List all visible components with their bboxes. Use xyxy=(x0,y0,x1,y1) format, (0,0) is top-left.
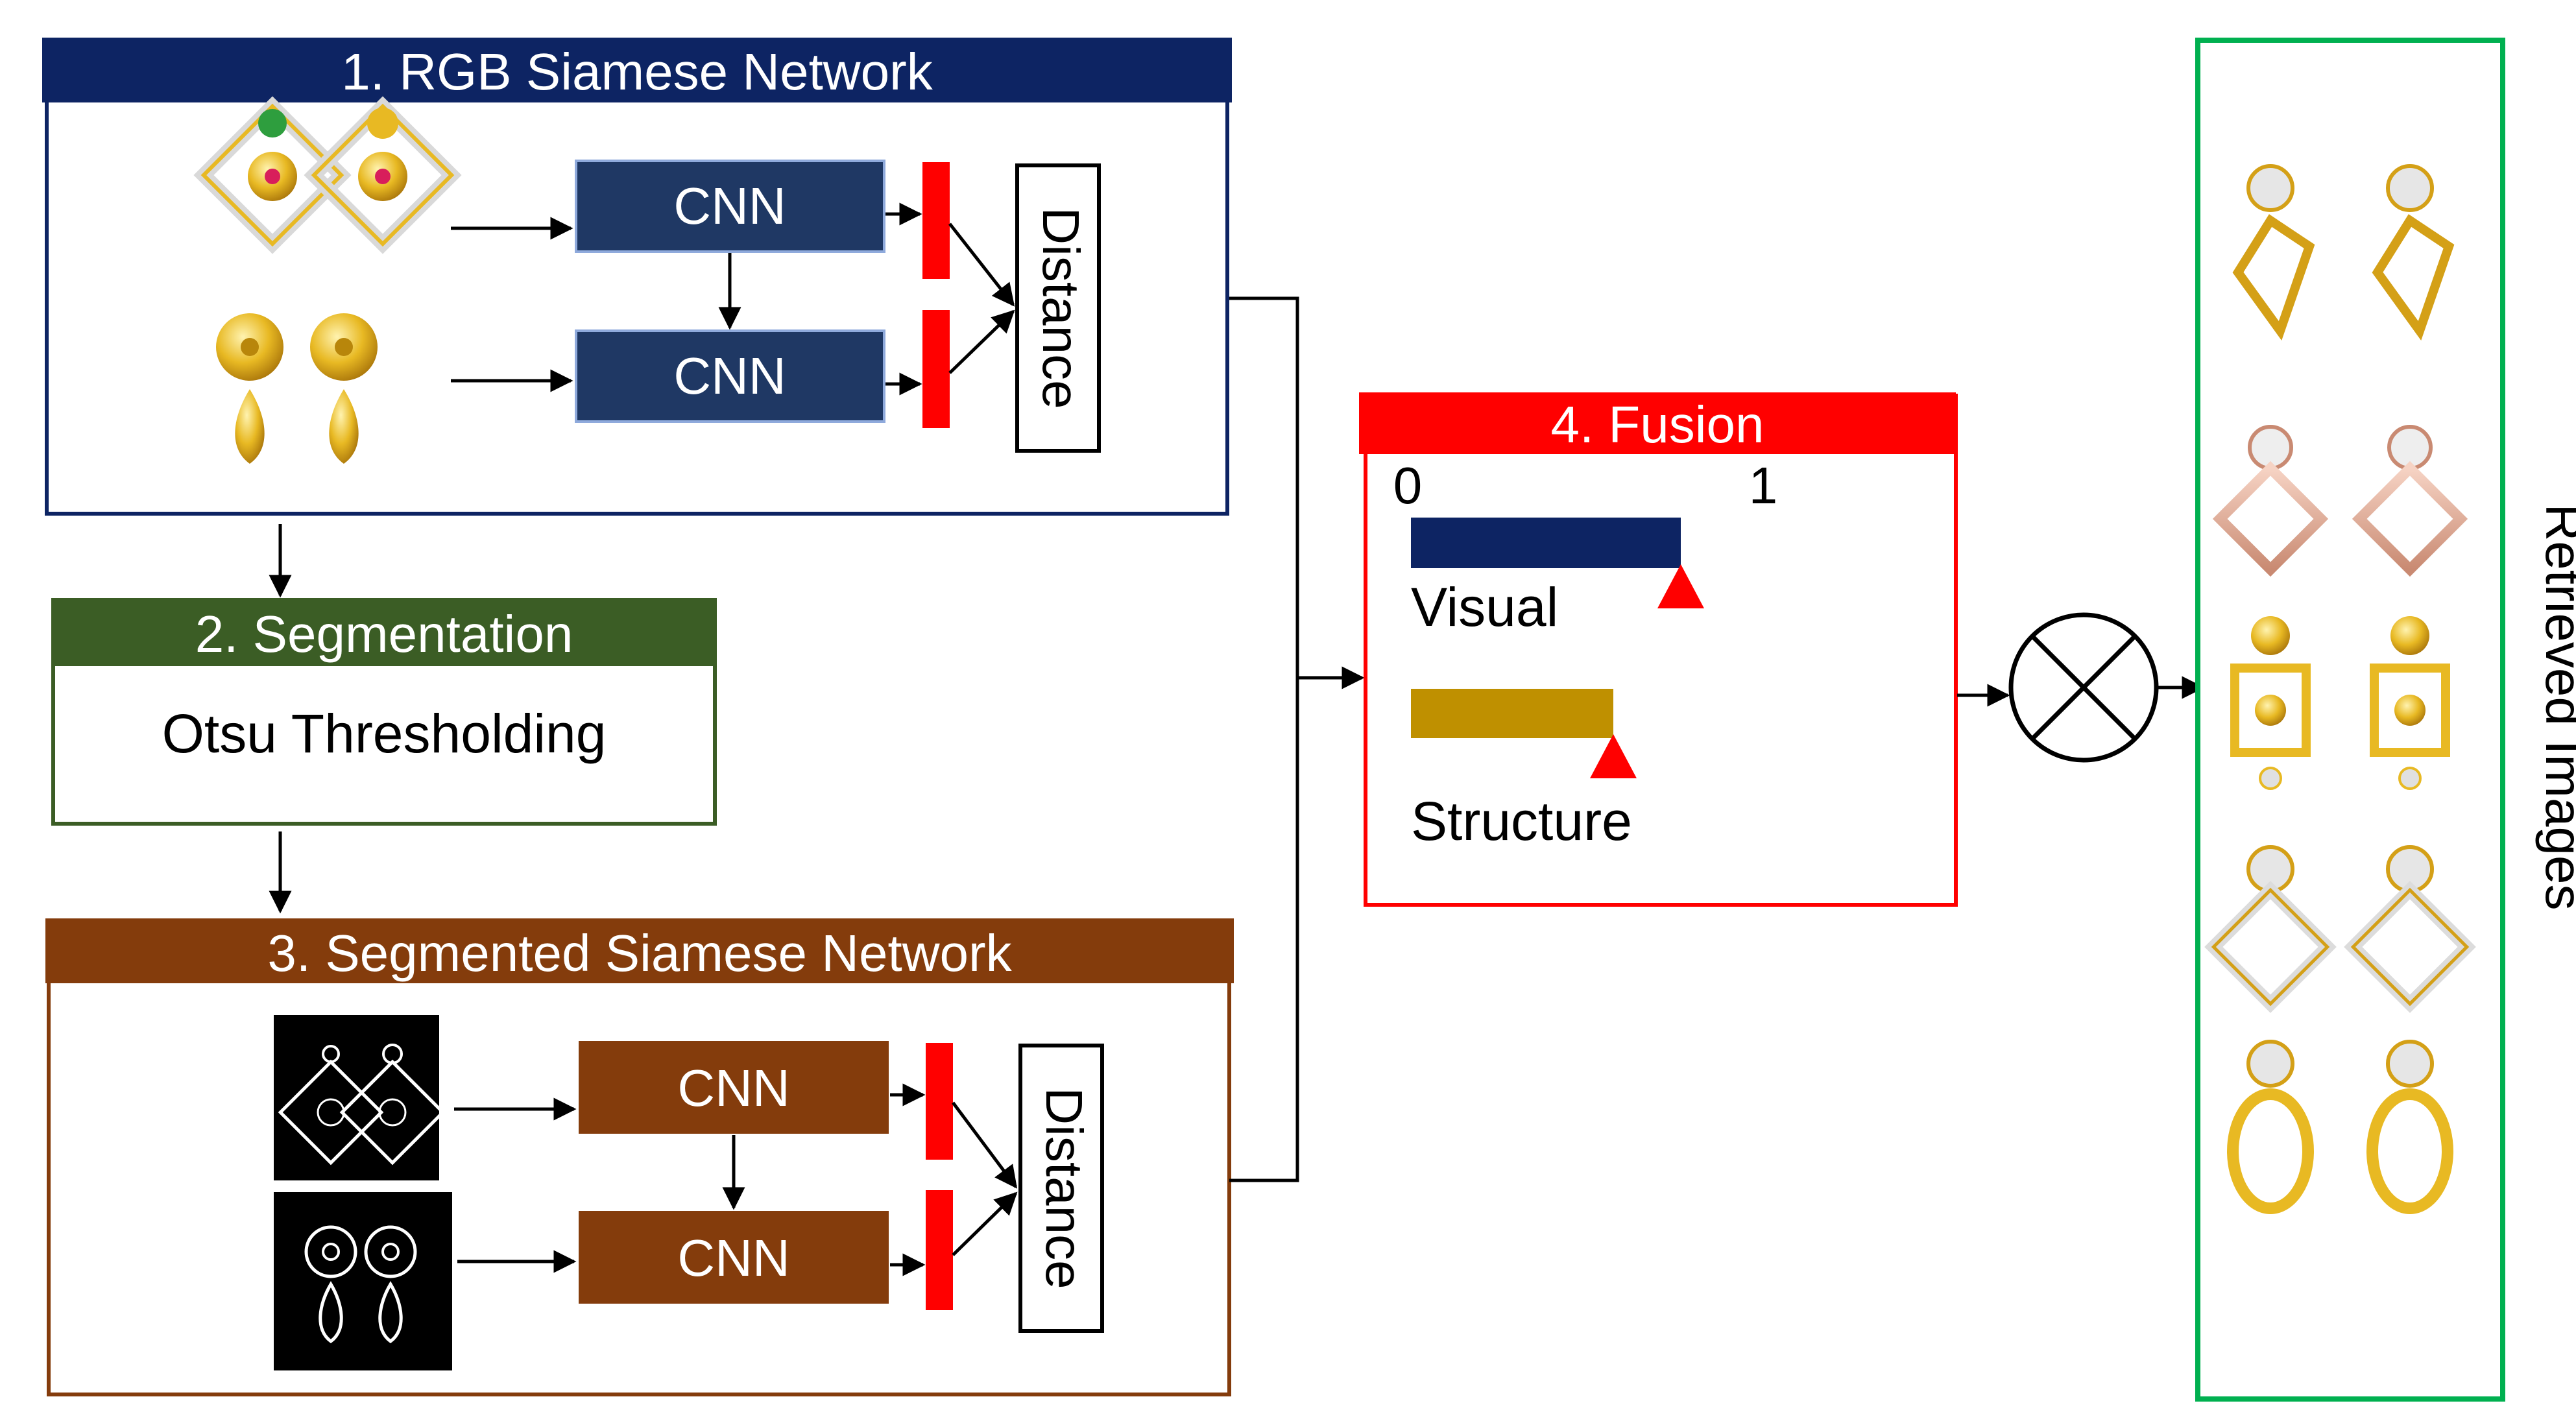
rgb-panel-title: 1. RGB Siamese Network xyxy=(341,43,933,101)
retrieved-image-3[interactable] xyxy=(2230,616,2450,790)
product-operator-icon xyxy=(2008,612,2159,763)
segmented-feature-vector-top xyxy=(926,1043,953,1160)
segmented-siamese-panel: 3. Segmented Siamese Network CNN CNN xyxy=(45,918,1234,1396)
rgb-panel-header xyxy=(42,38,1232,102)
rgb-feature-vector-bottom xyxy=(922,310,950,428)
segmented-panel-title: 3. Segmented Siamese Network xyxy=(267,924,1012,982)
rgb-arrow-vector-top xyxy=(948,222,1015,307)
segmented-cnn-bottom xyxy=(579,1211,889,1304)
rgb-input-image-bottom xyxy=(216,313,378,464)
rgb-cnn-top xyxy=(575,160,885,253)
segmented-distance-label: Distance xyxy=(1035,1087,1093,1289)
segmentation-panel: 2. Segmentation Otsu Thresholding xyxy=(51,598,717,826)
fusion-panel: 4. Fusion 0 1 Visual Structure xyxy=(1359,392,1958,907)
segmentation-method-label: Otsu Thresholding xyxy=(162,703,607,764)
fusion-scale-max: 1 xyxy=(1749,457,1778,514)
segmented-arrow-vector-top xyxy=(951,1101,1018,1189)
segmented-feature-vector-bottom xyxy=(926,1190,953,1310)
visual-weight-slider[interactable] xyxy=(1657,564,1704,608)
retrieved-image-1[interactable] xyxy=(2232,164,2455,341)
fusion-panel-title: 4. Fusion xyxy=(1550,396,1764,453)
rgb-feature-vector-top xyxy=(922,162,950,279)
segmented-cnn-top-label: CNN xyxy=(677,1059,789,1117)
segmentation-panel-header xyxy=(51,598,717,666)
segmentation-panel-title: 2. Segmentation xyxy=(195,605,573,663)
segmented-panel-header xyxy=(45,918,1234,983)
retrieved-images-label: Retrieved Images xyxy=(2535,504,2576,911)
rgb-cnn-top-label: CNN xyxy=(673,177,786,235)
segmented-arrow-vector-bottom xyxy=(952,1191,1018,1256)
visual-weight-bar xyxy=(1411,518,1681,568)
structure-weight-bar xyxy=(1411,689,1613,738)
visual-bar-label: Visual xyxy=(1411,577,1558,638)
structure-weight-slider[interactable] xyxy=(1590,734,1637,778)
retrieved-panel-border xyxy=(2195,38,2505,1402)
segmented-cnn-top xyxy=(579,1041,889,1134)
fusion-scale-min: 0 xyxy=(1393,457,1423,514)
structure-bar-label: Structure xyxy=(1411,791,1632,852)
rgb-arrow-vector-bottom xyxy=(948,309,1015,374)
rgb-cnn-bottom xyxy=(575,329,885,423)
retrieved-image-4[interactable] xyxy=(2204,845,2476,1013)
segmented-input-image-bottom xyxy=(274,1192,452,1370)
rgb-cnn-bottom-label: CNN xyxy=(673,347,786,405)
retrieved-image-5[interactable] xyxy=(2227,1040,2453,1214)
rgb-siamese-panel: 1. RGB Siamese Network xyxy=(42,38,1232,516)
segmented-cnn-bottom-label: CNN xyxy=(677,1229,789,1287)
segmented-distance-box xyxy=(1018,1044,1104,1333)
fusion-panel-header xyxy=(1359,392,1956,454)
fusion-panel-border xyxy=(1364,394,1958,907)
rgb-input-image-top xyxy=(193,96,462,254)
rgb-distance-label: Distance xyxy=(1032,207,1090,409)
rgb-distance-box xyxy=(1015,163,1101,453)
retrieved-images-panel xyxy=(2195,38,2505,1402)
connector-to-fusion xyxy=(1229,296,1299,1182)
retrieved-image-2[interactable] xyxy=(2212,425,2468,577)
segmented-input-image-top xyxy=(274,1015,446,1180)
